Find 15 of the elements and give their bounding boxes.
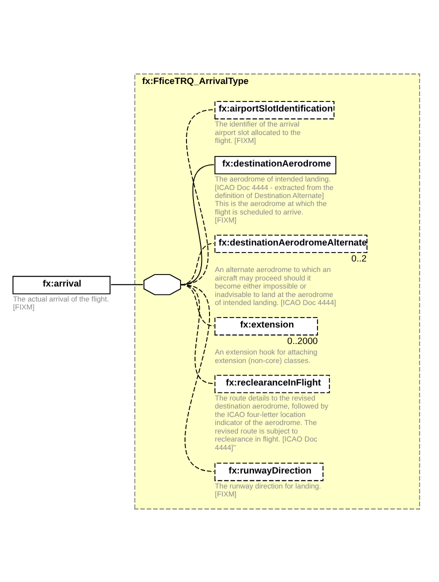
connector — [110, 284, 144, 285]
node-label: An extension hook for attaching extension (non-core) classes. — [214, 347, 318, 364]
node-label: The aerodrome of intended landing. [ICAO Doc 4444 - extracted from the definition of Destination Alternate] This is the aerodrome at which the flight is scheduled to arrive. [FIXM] — [214, 174, 334, 224]
connector — [180, 108, 214, 285]
node-label: The actual arrival of the flight. [FIXM] — [12, 294, 109, 312]
connector — [180, 284, 214, 326]
node-label: The runway direction for landing. [FIXM] — [214, 480, 322, 498]
node-label: The identifier of the arrival airport slot allocated to the flight. [FIXM] — [214, 119, 301, 145]
node-label: The route details to the revised destination aerodrome, followed by the ICAO four-letter location indicator of the aerodrome. The revised route is subject to reclearance in flight. [ICAO Doc 4444]" — [214, 392, 328, 452]
node-label: 0..2 — [351, 253, 367, 264]
node-octagon — [143, 274, 182, 295]
node-label: 0..2000 — [287, 336, 318, 346]
node-label: An alternate aerodrome to which an aircraft may proceed should it become either impossible or inadvisable to land at the aerodrome of intended landing. [ICAO Doc 4444] — [214, 264, 336, 307]
connector — [180, 284, 214, 472]
connector — [180, 284, 214, 384]
